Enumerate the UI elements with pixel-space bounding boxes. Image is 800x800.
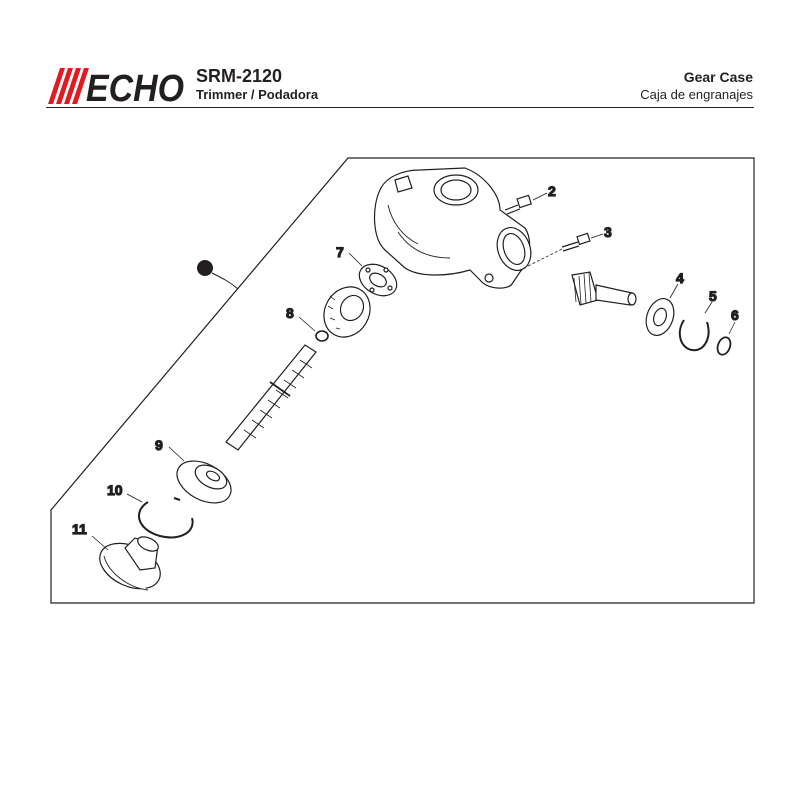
callout-7: 7: [336, 244, 344, 260]
part-3-bolt: [519, 232, 604, 271]
part-9-bearing: [168, 446, 232, 504]
product-name: Trimmer / Podadora: [196, 87, 319, 102]
part-5-snap-ring: [678, 301, 713, 352]
part-11-guard-cap: [91, 535, 161, 591]
callout-11: 11: [72, 521, 87, 537]
part-8-washer: [298, 316, 329, 342]
logo-wordmark: ECHO: [86, 68, 184, 106]
section-title-en: Gear Case: [683, 69, 753, 85]
model-number: SRM-2120: [196, 66, 283, 86]
part-7-bearing: [348, 252, 398, 297]
callout-3: 3: [604, 224, 612, 240]
svg-text:1: 1: [201, 260, 209, 276]
callout-6: 6: [731, 307, 739, 323]
part-4-bearing: [645, 283, 679, 336]
logo-speed-stripes: [48, 68, 89, 104]
callout-9: 9: [155, 437, 163, 453]
gear-case-housing: [373, 167, 532, 289]
echo-logo: ECHO: [48, 68, 184, 106]
callout-4: 4: [676, 270, 684, 286]
part-2-bolt: [504, 192, 548, 215]
pinion-gear-shaft: [571, 271, 637, 306]
part-6-ring: [716, 321, 736, 356]
callout-5: 5: [709, 288, 717, 304]
part-10-snap-ring: [126, 493, 194, 539]
drive-shaft: [225, 344, 317, 451]
bevel-gear: [323, 286, 371, 338]
callout-2: 2: [548, 183, 556, 199]
assembly-callout: 1: [197, 260, 239, 290]
assembly-boundary: [50, 157, 755, 604]
callout-8: 8: [286, 305, 294, 321]
header-rule: [46, 107, 754, 108]
section-title-es: Caja de engranajes: [640, 87, 753, 102]
callout-10: 10: [107, 482, 123, 498]
